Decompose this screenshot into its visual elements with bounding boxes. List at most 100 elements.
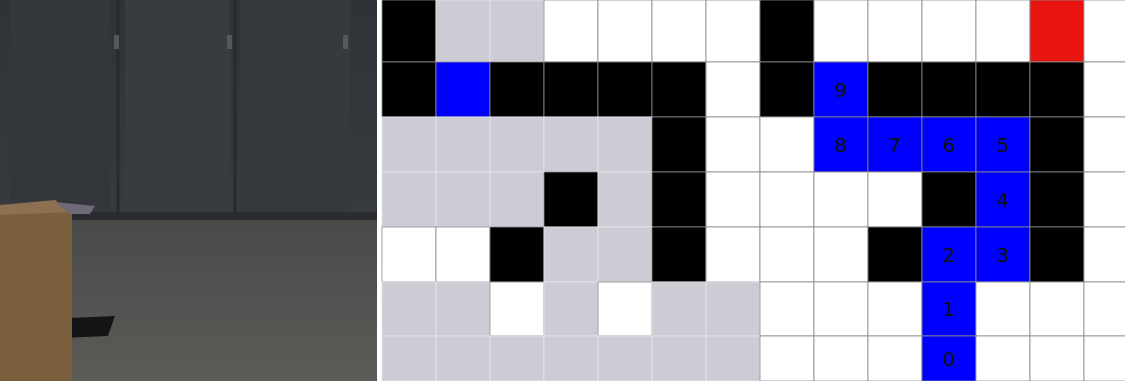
step-number: 6	[922, 117, 976, 172]
grid-cell	[544, 0, 598, 62]
wall-panel	[10, 0, 110, 215]
grid-cell	[868, 282, 922, 336]
grid-cell	[490, 227, 544, 282]
grid-cell	[1084, 172, 1125, 227]
grid-cell	[436, 172, 490, 227]
grid-cell	[922, 0, 976, 62]
grid-cell	[1030, 336, 1084, 381]
grid-cell	[652, 227, 706, 282]
grid-cell	[382, 117, 436, 172]
grid-cell	[706, 172, 760, 227]
panel-handle	[343, 35, 348, 49]
grid-cell	[706, 282, 760, 336]
panel-seam	[117, 0, 120, 215]
grid-cell	[1084, 282, 1125, 336]
grid-cell	[652, 0, 706, 62]
wall-panel	[125, 0, 230, 215]
cardboard-box	[0, 206, 72, 381]
grid-cell	[760, 62, 814, 117]
grid-cell	[922, 282, 976, 336]
grid-cell	[652, 62, 706, 117]
grid-cell	[490, 336, 544, 381]
grid-cell	[814, 62, 868, 117]
step-number: 1	[922, 282, 976, 336]
grid-cell	[652, 282, 706, 336]
grid-cell	[706, 117, 760, 172]
step-number: 5	[976, 117, 1030, 172]
step-number: 7	[868, 117, 922, 172]
grid-cell	[706, 0, 760, 62]
panel-seam	[234, 0, 237, 215]
step-number: 3	[976, 227, 1030, 282]
grid-cell	[436, 117, 490, 172]
grid-cell	[976, 117, 1030, 172]
step-number: 4	[976, 172, 1030, 227]
grid-cell	[976, 227, 1030, 282]
grid-cell	[544, 62, 598, 117]
camera-photo	[0, 0, 377, 381]
grid-cell	[868, 227, 922, 282]
grid-cell	[1084, 227, 1125, 282]
grid-cell	[382, 227, 436, 282]
grid-cell	[1030, 172, 1084, 227]
grid-cell	[652, 117, 706, 172]
grid-cell	[814, 282, 868, 336]
grid-cell	[922, 62, 976, 117]
grid-cell	[436, 227, 490, 282]
grid-cell	[922, 172, 976, 227]
grid-cell	[814, 227, 868, 282]
grid-cell	[598, 62, 652, 117]
grid-cell	[490, 172, 544, 227]
grid-cell	[652, 336, 706, 381]
wall-panel	[240, 0, 350, 215]
grid-cell	[976, 282, 1030, 336]
grid-cell	[814, 336, 868, 381]
box-top	[0, 200, 72, 215]
grid-cell	[490, 0, 544, 62]
grid-cell	[382, 172, 436, 227]
grid-cell	[598, 0, 652, 62]
grid-cell	[436, 336, 490, 381]
panel-handle	[114, 35, 119, 49]
grid-cell	[544, 282, 598, 336]
grid-cell	[544, 336, 598, 381]
grid-cell	[868, 62, 922, 117]
grid-cell	[976, 62, 1030, 117]
grid-cell	[976, 336, 1030, 381]
grid-cell	[598, 227, 652, 282]
step-number: 2	[922, 227, 976, 282]
grid-cell	[760, 172, 814, 227]
grid-cell	[760, 0, 814, 62]
grid-cell	[652, 172, 706, 227]
grid-cell	[436, 0, 490, 62]
box-object	[55, 202, 95, 214]
grid-cell	[436, 62, 490, 117]
grid-cell	[544, 172, 598, 227]
grid-cell	[1084, 0, 1125, 62]
grid-cell	[922, 336, 976, 381]
grid-cell	[760, 117, 814, 172]
grid-cell	[490, 282, 544, 336]
grid-cell	[598, 117, 652, 172]
grid-cell	[598, 336, 652, 381]
grid-cell	[436, 282, 490, 336]
grid-cell	[382, 336, 436, 381]
grid-cell	[706, 336, 760, 381]
grid-cell	[598, 172, 652, 227]
grid-cell	[760, 336, 814, 381]
occupancy-grid	[382, 0, 1125, 381]
grid-cell	[1084, 62, 1125, 117]
grid-cell	[382, 0, 436, 62]
grid-cell	[490, 62, 544, 117]
grid-cell	[760, 282, 814, 336]
grid-cell	[1084, 336, 1125, 381]
step-number: 9	[814, 62, 868, 117]
grid-cell	[814, 0, 868, 62]
grid-cell	[1030, 117, 1084, 172]
grid-cell	[868, 0, 922, 62]
photo-wall	[0, 0, 377, 381]
panel-handle	[227, 35, 232, 49]
grid-cell	[922, 227, 976, 282]
grid-cell	[922, 117, 976, 172]
grid-cell	[1030, 0, 1084, 62]
